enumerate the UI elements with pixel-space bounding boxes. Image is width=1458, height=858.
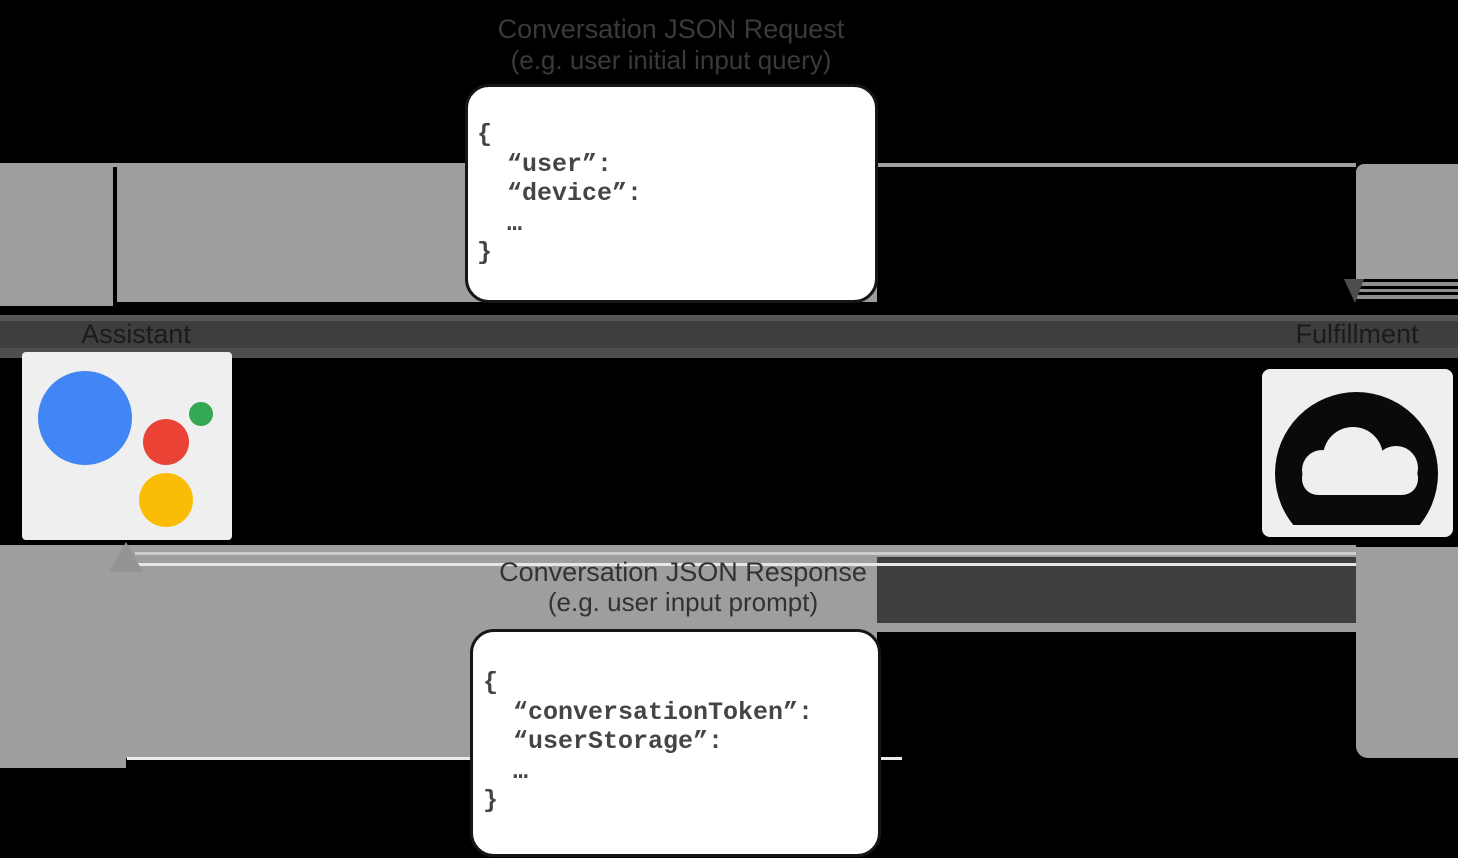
request-subtitle: (e.g. user initial input query) [510, 45, 832, 75]
cloud-icon-left-lobe [1302, 450, 1342, 490]
response-subtitle: (e.g. user input prompt) [547, 586, 819, 617]
response-arrow-body-tail [0, 758, 126, 768]
cloud-icon [1262, 369, 1453, 525]
assistant-label: Assistant [81, 319, 191, 349]
assistant-green-circle [189, 402, 213, 426]
cloud-icon-right-lobe [1374, 446, 1418, 490]
response-code: { “conversationToken”: “userStorage”: … … [483, 668, 814, 816]
request-title-block: Conversation JSON Request (e.g. user ini… [371, 14, 971, 76]
response-arrow-highlight-line [135, 562, 1356, 566]
response-arrow-right-pipe [1356, 547, 1458, 758]
fulfillment-tile [1262, 369, 1453, 537]
arrowhead-stripe [1357, 282, 1458, 286]
assistant-blue-circle [38, 371, 132, 465]
fulfillment-label: Fulfillment [1295, 319, 1419, 349]
request-code: { “user”: “device”: … } [477, 120, 643, 268]
response-title: Conversation JSON Response [499, 557, 867, 587]
request-title: Conversation JSON Request [497, 14, 845, 44]
arrowhead-stripe [1357, 295, 1458, 299]
assistant-yellow-circle [139, 473, 193, 527]
response-code-box: { “conversationToken”: “userStorage”: … … [470, 629, 881, 857]
response-arrow-dark-strip [877, 557, 1356, 623]
arrowhead-stripe [1357, 288, 1458, 292]
response-title-block: Conversation JSON Response (e.g. user in… [383, 557, 983, 617]
request-arrow-right-pipe [1356, 164, 1458, 279]
request-arrow-left-block [0, 164, 113, 306]
request-code-box: { “user”: “device”: … } [465, 84, 878, 303]
assistant-tile [22, 352, 232, 540]
actor-label-band-bottom-edge [0, 348, 1458, 358]
response-arrow-highlight-line [135, 551, 1356, 555]
actor-label-band-top-edge [0, 315, 1458, 321]
assistant-red-circle [143, 419, 189, 465]
